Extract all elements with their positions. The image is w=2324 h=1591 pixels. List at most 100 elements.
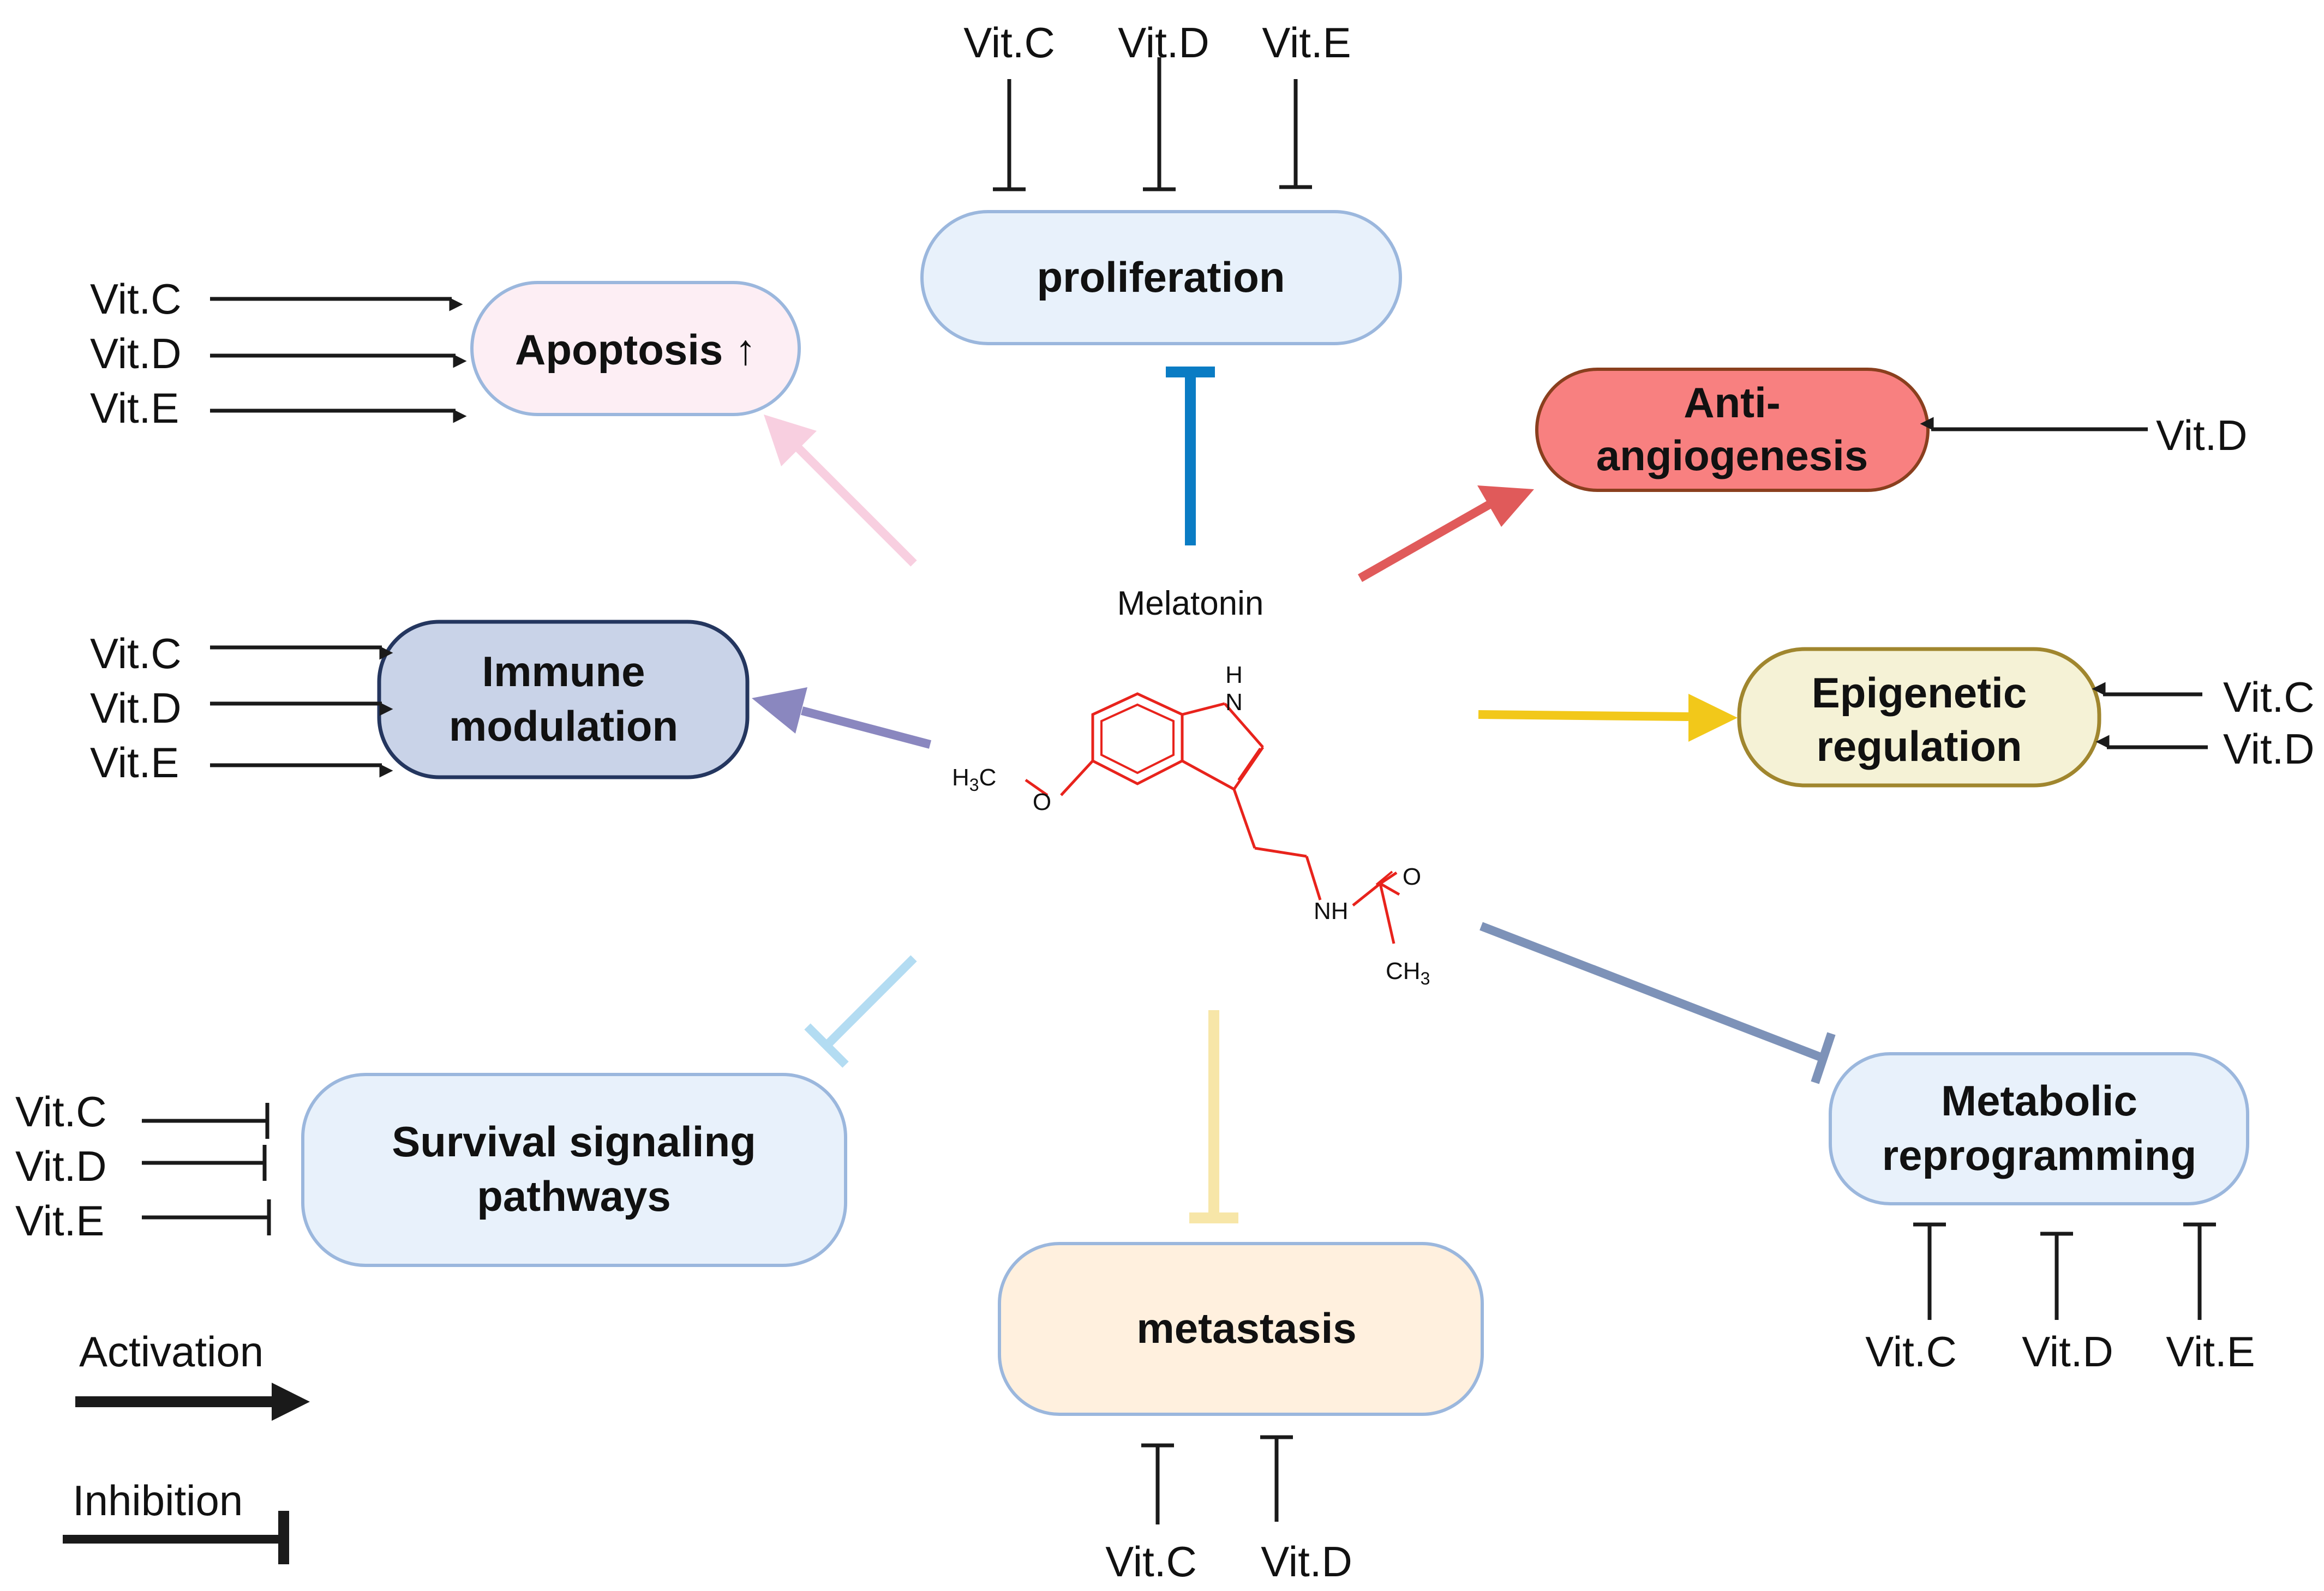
svg-text:Epigenetic: Epigenetic	[1812, 669, 2027, 717]
node-label-line-1: Immune	[482, 647, 645, 695]
atom-n: N	[1225, 689, 1243, 716]
vit-label: Vit.E	[15, 1197, 104, 1245]
link-melatonin-metabolic	[1480, 922, 1836, 1084]
node-apoptosis: Apoptosis ↑	[470, 281, 801, 416]
vit-label: Vit.E	[90, 739, 179, 787]
node-label-line-1: Survival signaling	[392, 1118, 756, 1166]
node-label-line-1: Epigenetic	[1812, 669, 2027, 717]
inhibition-lines	[142, 1103, 271, 1235]
node-label-line-2: pathways	[477, 1172, 670, 1220]
vitamins-immune-modulation: Vit.C Vit.D Vit.E	[90, 629, 393, 787]
legend: Activation Inhibition	[63, 1328, 310, 1564]
vit-label: Vit.D	[2223, 725, 2315, 773]
legend-activation-arrow	[75, 1383, 310, 1421]
atom-o-carbonyl: O	[1403, 863, 1421, 890]
svg-text:Apoptosis ↑: Apoptosis ↑	[515, 326, 756, 374]
node-label-line-2: regulation	[1816, 722, 2022, 770]
vit-label: Vit.D	[1261, 1538, 1352, 1586]
link-melatonin-metastasis	[1189, 1010, 1238, 1223]
vit-label: Vit.E	[1262, 19, 1351, 67]
node-label: metastasis	[1136, 1304, 1356, 1352]
vit-label: Vit.E	[90, 384, 179, 432]
vit-label: Vit.C	[1865, 1328, 1957, 1376]
node-box	[470, 281, 801, 416]
node-epigenetic-regulation: Epigenetic regulation	[1737, 647, 2101, 788]
node-metabolic-reprogramming: Metabolic reprogramming	[1829, 1052, 2249, 1205]
atom-h: H	[1225, 662, 1243, 688]
svg-text:proliferation: proliferation	[1037, 253, 1285, 301]
svg-text:Metabolic: Metabolic	[1941, 1077, 2137, 1125]
node-box	[377, 620, 750, 779]
link-melatonin-apoptosis	[764, 415, 917, 567]
link-melatonin-immune-modulation	[752, 687, 932, 749]
node-metastasis: metastasis	[998, 1242, 1484, 1416]
inhibition-lines	[1141, 1435, 1293, 1524]
node-label-line-1: Metabolic	[1941, 1077, 2137, 1125]
atom-ch3: CH3	[1386, 958, 1430, 988]
melatonin-structure: Melatonin H N H3C O	[952, 585, 1430, 988]
center-links	[752, 367, 1836, 1223]
svg-text:Immune: Immune	[482, 647, 645, 695]
vit-label: Vit.D	[90, 329, 182, 377]
node-label-line-2: reprogramming	[1882, 1131, 2196, 1179]
atom-nh: NH	[1314, 898, 1349, 924]
link-melatonin-epigenetic	[1478, 694, 1738, 742]
vitamins-metastasis: Vit.C Vit.D	[1105, 1435, 1352, 1586]
node-box	[920, 210, 1402, 345]
vitamins-apoptosis: Vit.C Vit.D Vit.E	[90, 275, 467, 432]
node-label: proliferation	[1037, 253, 1285, 301]
inhibition-lines	[1913, 1222, 2216, 1320]
molecule-bonds	[1025, 692, 1400, 944]
node-box	[998, 1242, 1484, 1416]
node-box	[301, 1073, 847, 1267]
node-box	[1829, 1052, 2249, 1205]
vit-label: Vit.C	[2223, 673, 2315, 721]
svg-text:regulation: regulation	[1816, 722, 2022, 770]
legend-inhibition-symbol	[63, 1511, 289, 1564]
vit-label: Vit.C	[963, 19, 1055, 67]
node-immune-modulation: Immune modulation	[377, 620, 750, 779]
vit-label: Vit.D	[90, 684, 182, 732]
svg-text:pathways: pathways	[477, 1172, 670, 1220]
atom-o-ether: O	[1033, 789, 1051, 815]
vitamins-metabolic: Vit.C Vit.D Vit.E	[1865, 1222, 2255, 1376]
node-anti-angiogenesis: Anti- angiogenesis	[1535, 368, 1930, 492]
node-label-line-2: modulation	[449, 702, 678, 750]
vit-label: Vit.C	[1105, 1538, 1197, 1586]
svg-text:Anti-: Anti-	[1684, 379, 1781, 427]
svg-text:reprogramming: reprogramming	[1882, 1131, 2196, 1179]
link-melatonin-survival-signaling	[804, 955, 917, 1068]
vit-label: Vit.E	[2166, 1328, 2255, 1376]
vit-label: Vit.C	[90, 629, 182, 677]
activation-lines	[210, 297, 467, 423]
link-melatonin-proliferation	[1166, 367, 1215, 545]
vit-label: Vit.C	[90, 275, 182, 323]
melatonin-label: Melatonin	[1117, 585, 1264, 622]
vitamins-anti-angiogenesis: Vit.D	[1920, 411, 2248, 459]
atom-h3c: H3C	[952, 764, 996, 795]
node-proliferation: proliferation	[920, 210, 1402, 345]
vit-label: Vit.D	[15, 1142, 107, 1190]
vitamins-survival-signaling: Vit.C Vit.D Vit.E	[15, 1088, 271, 1245]
inhibition-lines	[993, 57, 1312, 191]
vit-label: Vit.C	[15, 1088, 107, 1136]
vit-label: Vit.D	[1118, 19, 1209, 67]
node-box	[1737, 647, 2101, 788]
activation-lines	[210, 645, 393, 778]
activation-lines	[2092, 682, 2208, 749]
legend-activation-label: Activation	[79, 1328, 263, 1376]
vit-label: Vit.D	[2156, 411, 2248, 459]
link-melatonin-anti-angiogenesis	[1358, 485, 1534, 582]
svg-text:modulation: modulation	[449, 702, 678, 750]
svg-text:Survival signaling: Survival signaling	[392, 1118, 756, 1166]
vit-label: Vit.D	[2022, 1328, 2113, 1376]
node-label-line-2: angiogenesis	[1596, 431, 1868, 479]
vitamins-epigenetic: Vit.C Vit.D	[2092, 673, 2315, 773]
svg-text:metastasis: metastasis	[1136, 1304, 1356, 1352]
node-label-line-1: Anti-	[1684, 379, 1781, 427]
vitamins-proliferation: Vit.C Vit.D Vit.E	[963, 19, 1351, 191]
svg-text:angiogenesis: angiogenesis	[1596, 431, 1868, 479]
legend-inhibition-label: Inhibition	[73, 1476, 243, 1524]
node-label: Apoptosis ↑	[515, 326, 756, 374]
